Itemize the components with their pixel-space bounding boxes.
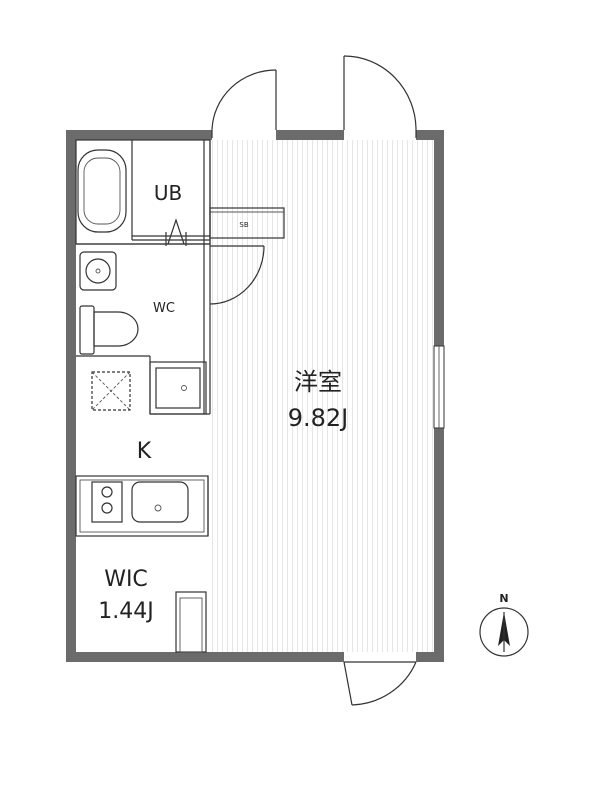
room-label-k: K (137, 439, 152, 464)
room-label-western: 洋室 (294, 368, 342, 396)
room-area-wic: 1.44J (98, 599, 153, 624)
toilet-icon (79, 305, 139, 355)
western-room-floor (212, 140, 434, 652)
room-label-wc: WC (153, 301, 175, 316)
outer-walls (66, 130, 444, 662)
closet-door (175, 591, 207, 653)
stove-burner-icon (101, 486, 113, 498)
room-label-sb: SB (239, 221, 248, 229)
room-area-western: 9.82J (288, 404, 349, 432)
bathtub-icon (77, 149, 127, 233)
kitchen-counter (75, 475, 209, 537)
washer-pan (149, 361, 207, 415)
toilet-door (209, 245, 265, 305)
folding-door-icon (167, 218, 185, 245)
room-label-wic: WIC (104, 567, 148, 592)
washbasin-icon (79, 251, 117, 291)
room-label-ub: UB (154, 181, 182, 205)
stove-burner-icon (101, 502, 113, 514)
refrigerator-space (91, 371, 131, 411)
balcony-door (343, 661, 417, 706)
right-window (433, 345, 445, 429)
partitions (76, 140, 211, 414)
sink-icon (131, 481, 189, 523)
bathroom-unit (75, 139, 211, 246)
entrance-door-right (343, 55, 417, 138)
compass-north-label: N (499, 592, 508, 605)
compass: N (479, 592, 529, 657)
entrance-door-left (211, 69, 277, 138)
